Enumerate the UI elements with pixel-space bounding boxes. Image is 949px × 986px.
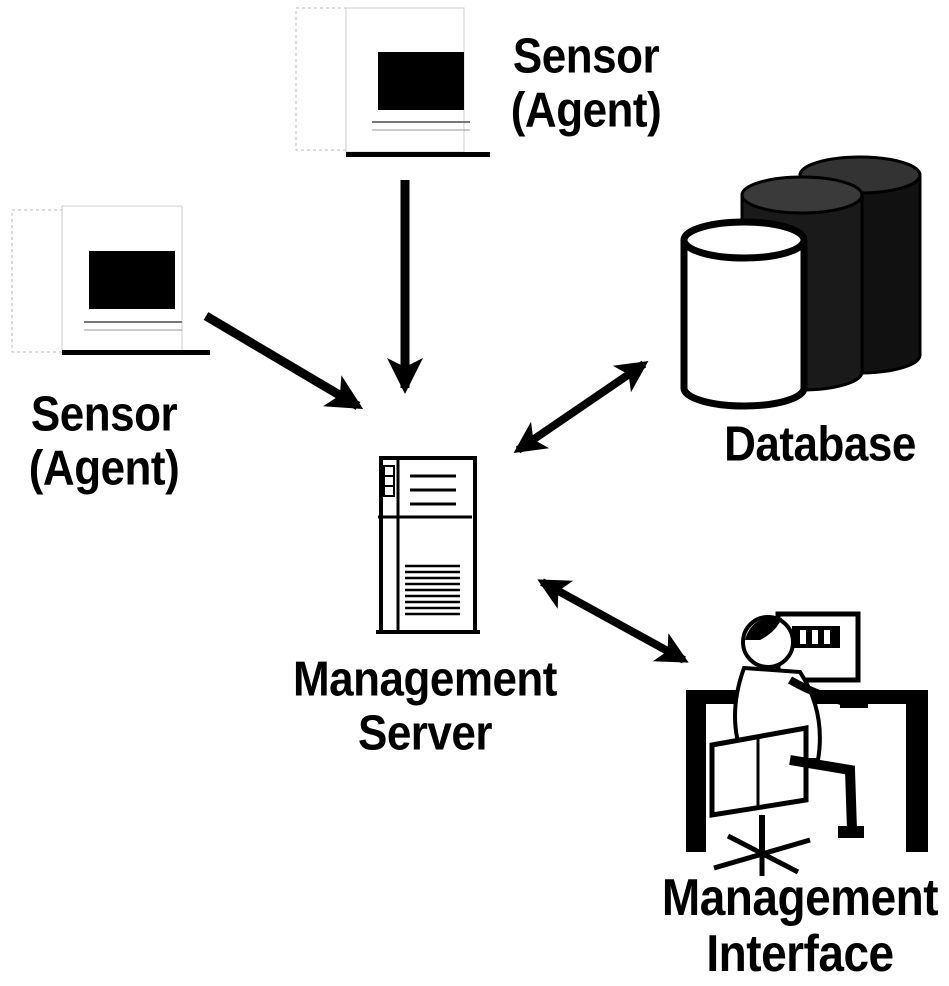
database-label: Database [700,418,940,471]
arrow-server-interface [537,578,689,664]
arrow-server-database [513,360,649,454]
sensor-left-computer-icon [11,205,210,355]
management-server-label-line2: Server [357,705,493,760]
management-server-label: Management Server [270,653,580,759]
database-icon [680,155,922,410]
sensor-left-label-line1: Sensor [30,386,178,442]
sensor-top-label-line1: Sensor [512,28,660,84]
sensor-top-label: Sensor (Agent) [496,30,676,136]
sensor-top-label-line2: (Agent) [510,82,662,137]
arrow-sensor-left-to-server [203,312,364,410]
sensor-top-computer-icon [295,7,490,157]
database-label-text: Database [724,416,916,472]
management-server-label-line1: Management [293,651,557,707]
sensor-left-label-line2: (Agent) [28,440,180,495]
management-interface-label-line1: Management [661,867,939,926]
management-interface-label: Management Interface [650,867,949,982]
management-server-icon [376,456,480,634]
sensor-left-label: Sensor (Agent) [14,388,194,494]
management-interface-operator-icon [686,611,928,876]
management-interface-label-line2: Interface [706,923,894,982]
